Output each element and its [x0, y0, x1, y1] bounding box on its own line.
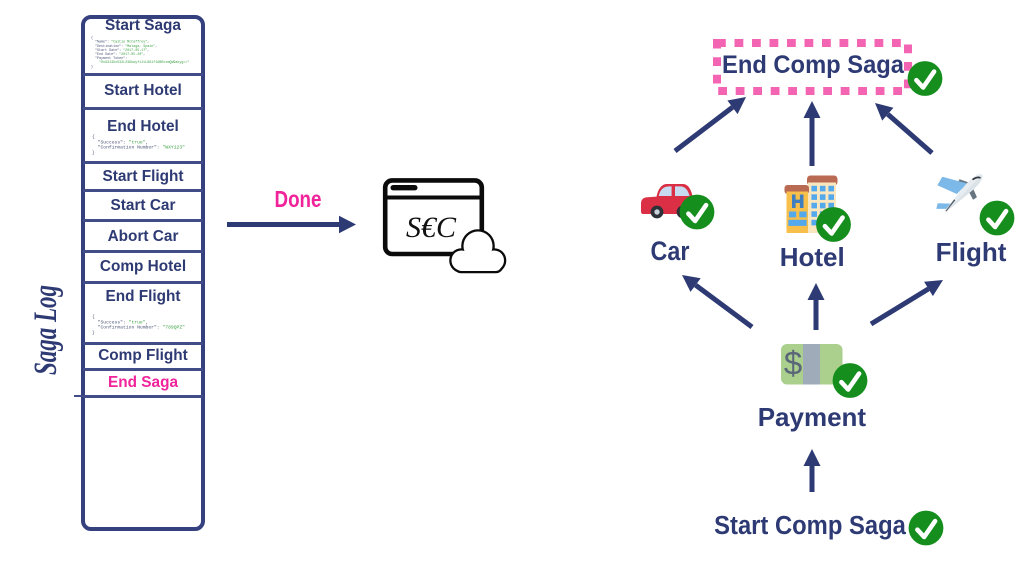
- svg-text:$: $: [784, 345, 802, 382]
- svg-text:S€C: S€C: [406, 211, 457, 244]
